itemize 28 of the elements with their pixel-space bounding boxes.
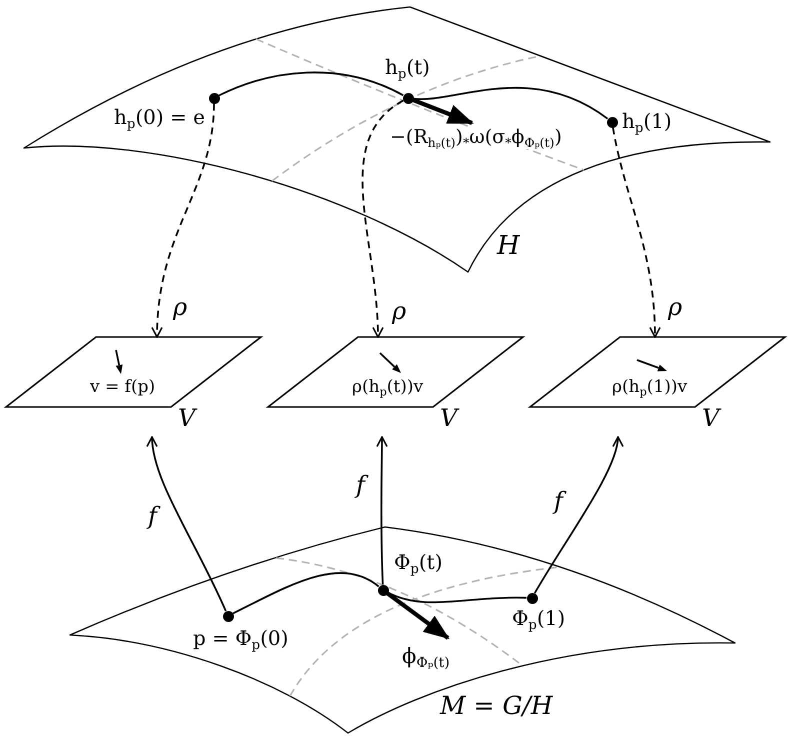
vector-label: v = f(p) <box>90 378 156 398</box>
space-label: V <box>178 405 196 433</box>
point-label: h$_{p}$(0) = e <box>114 106 205 129</box>
arrow <box>534 436 623 594</box>
surface-label: H <box>497 232 520 262</box>
curve-line <box>413 86 608 120</box>
point-label: h$_{p}$(1) <box>622 110 672 133</box>
thick-arrow <box>412 98 474 125</box>
dashed-arrow <box>612 127 661 338</box>
arrow <box>376 436 388 585</box>
edge-label: −(R$_{hₚ(t)}$)$_{*}$ω(σ$_{*}$ϕ$_{Φₚ(t)}$) <box>390 127 562 149</box>
point-label: Φ$_{p}$(1) <box>512 607 566 630</box>
space-label: V <box>702 405 720 433</box>
curve-line <box>388 592 526 604</box>
thick-arrow <box>386 592 450 640</box>
point-label: p = Φ$_{p}$(0) <box>193 627 288 650</box>
vector-label: ρ(h$_{p}$(1))v <box>612 378 688 398</box>
arrow <box>146 436 227 612</box>
point-label: Φ$_{p}$(t) <box>394 551 443 574</box>
curve-line <box>218 72 404 96</box>
space-label: V <box>440 405 458 433</box>
vector-label: ρ(h$_{p}$(t))v <box>352 378 424 398</box>
surface-label: M = G/H <box>440 692 553 721</box>
dashed-arrow <box>152 103 215 338</box>
point-label: h$_{p}$(t) <box>385 56 430 79</box>
edge-label: ϕ$_{Φₚ(t)}$ <box>402 644 450 668</box>
curve-line <box>232 572 380 614</box>
dashed-arrow <box>362 100 404 338</box>
